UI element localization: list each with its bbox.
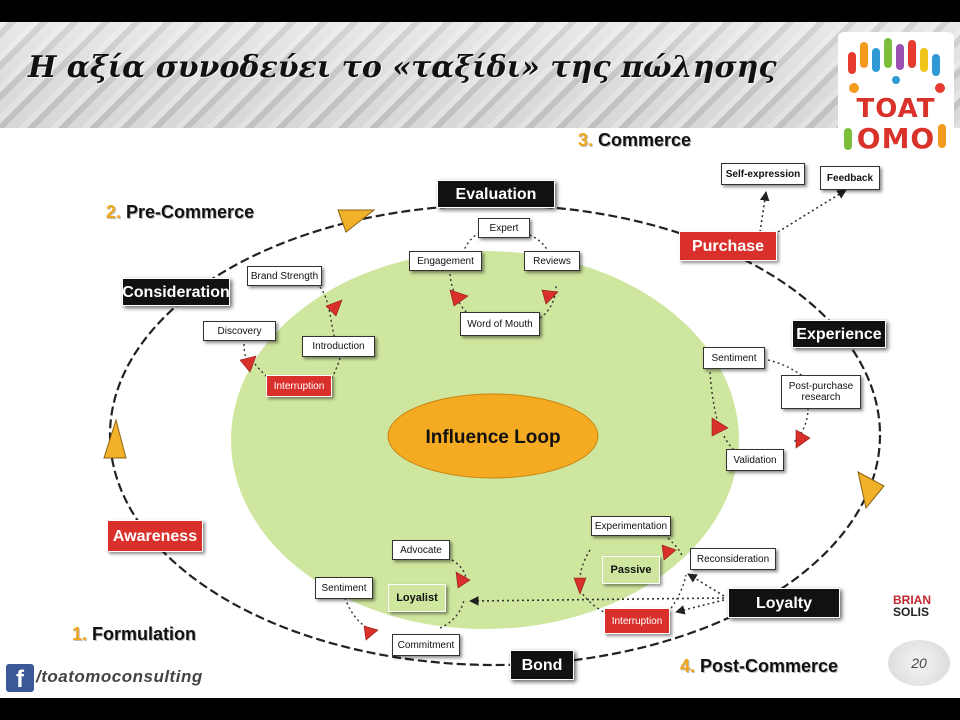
loyalty-to-loyalist-arrow [469,596,725,606]
loyalist-box: Loyalist [388,584,446,612]
expert-box: Expert [478,218,530,238]
brand-line-1: BRIAN [893,593,931,607]
stage-post-commerce: 4. Post-Commerce [680,656,838,677]
passive-cycle-path [667,574,687,613]
cycle-direction-marker [541,289,559,305]
experience-cycle-path [723,435,741,455]
stage-label: Pre-Commerce [126,202,255,222]
cycle-direction-marker [455,571,471,589]
cycle-direction-marker [239,355,257,373]
brian-solis-logo: BRIAN SOLIS [893,594,931,618]
experience-box: Experience [792,320,886,348]
sentiment-left-box: Sentiment [315,577,373,599]
experience-cycle-path [767,359,809,381]
logo-text-bottom: OMO [856,122,936,155]
title-bar: Η αξία συνοδεύει το «ταξίδι» της πώλησης [0,22,960,128]
cycle-direction-marker [573,577,587,595]
discovery-box: Discovery [203,321,276,341]
stage-number: 1. [72,624,88,644]
purchase-to-feedback-arrow [777,189,847,233]
introduction-box: Introduction [302,336,375,357]
stage-label: Formulation [92,624,197,644]
influence-loop-label: Influence Loop [425,427,561,448]
feedback-box: Feedback [820,166,880,190]
consideration-cycle-path [319,286,336,341]
cycle-direction-marker [711,417,729,437]
experimentation-box: Experimentation [591,516,671,536]
advocate-box: Advocate [392,540,450,560]
cycle-direction-marker [795,429,811,449]
engagement-box: Engagement [409,251,482,271]
awareness-box: Awareness [107,520,203,552]
logo-hands-graphic [844,38,946,150]
consideration-box: Consideration [122,278,230,306]
cycle-direction-marker [325,299,343,317]
passive-cycle-path [579,549,591,581]
reviews-box: Reviews [524,251,580,271]
journey-direction-arrow [103,418,127,459]
cycle-direction-marker [661,544,677,561]
post-purchase-research-box: Post-purchase research [781,375,861,409]
experience-cycle-path [793,407,809,443]
stage-commerce: 3. Commerce [578,130,691,151]
brand-line-2: SOLIS [893,605,930,619]
cycle-direction-marker [449,289,469,307]
interruption-bottom-box: Interruption [604,608,670,634]
page-number: 20 [888,640,950,686]
influence-loop-center [387,393,599,479]
stage-label: Commerce [598,130,692,150]
evaluation-box: Evaluation [437,180,555,208]
consideration-cycle-path [251,359,271,381]
stage-label: Post-Commerce [700,656,839,676]
stage-number: 3. [578,130,594,150]
slide: Η αξία συνοδεύει το «ταξίδι» της πώλησης… [0,22,960,698]
stage-pre-commerce: 2. Pre-Commerce [106,202,254,223]
journey-direction-arrow [857,471,885,510]
loyalty-box: Loyalty [728,588,840,618]
facebook-handle: /toatomoconsulting [36,667,203,686]
logo-text-top: TOAT [856,94,936,124]
experience-cycle-path [709,371,721,429]
slide-title: Η αξία συνοδεύει το «ταξίδι» της πώλησης [28,50,777,85]
reconsideration-box: Reconsideration [690,548,776,570]
cycle-direction-marker [363,625,379,641]
self-expression-box: Self-expression [721,163,805,185]
loyalist-cycle-path [439,599,465,629]
passive-box: Passive [602,556,660,584]
stage-number: 4. [680,656,696,676]
passive-cycle-path [579,589,605,613]
word-of-mouth-box: Word of Mouth [460,312,540,336]
commitment-box: Commitment [392,634,460,656]
purchase-box: Purchase [679,231,777,261]
loyalty-to-interruption-arrow [675,599,725,615]
stage-number: 2. [106,202,122,222]
validation-box: Validation [726,449,784,471]
journey-direction-arrow [337,209,376,233]
purchase-to-self-expression-arrow [759,191,770,233]
passive-cycle-path [667,537,683,557]
bond-box: Bond [510,650,574,680]
interruption-top-box: Interruption [266,375,332,397]
loyalty-to-passive-arrow [687,573,725,597]
sentiment-right-box: Sentiment [703,347,765,369]
toatomo-logo: TOAT OMO [838,32,954,160]
brand-strength-box: Brand Strength [247,266,322,286]
stage-formulation: 1. Formulation [72,624,196,645]
facebook-icon: f [6,664,34,692]
